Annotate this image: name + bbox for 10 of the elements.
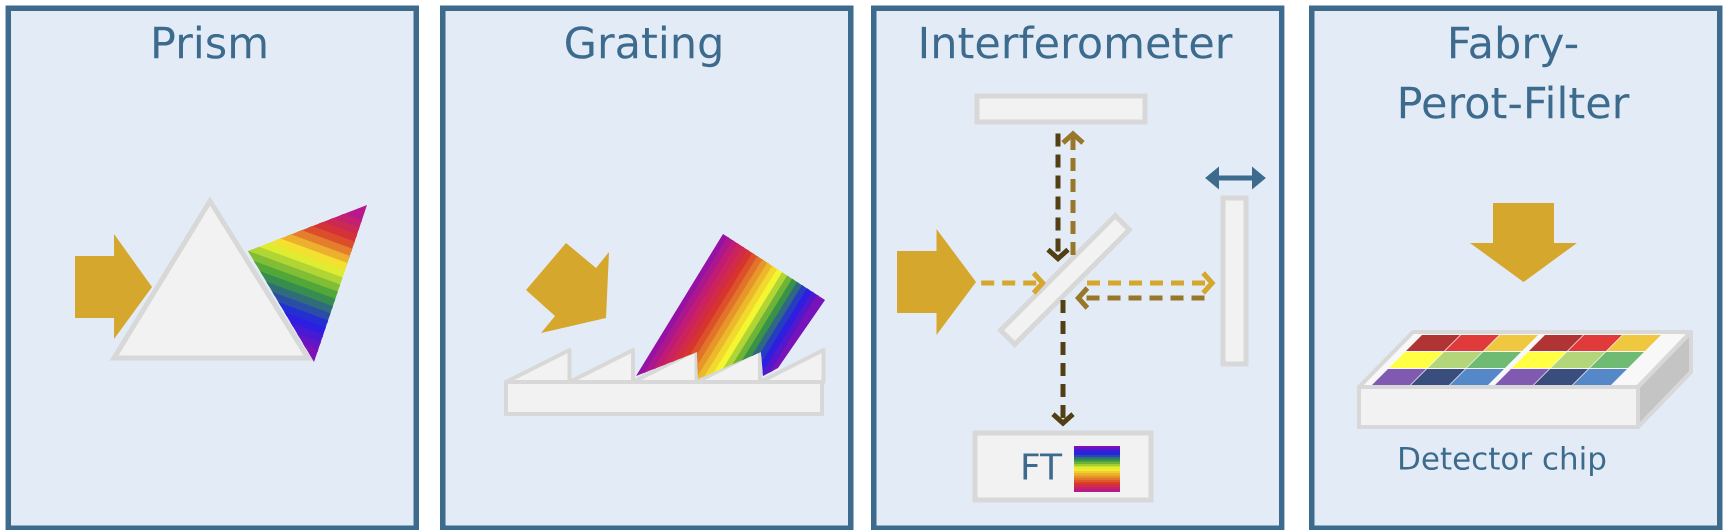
chip-label: Detector chip xyxy=(1400,446,1606,476)
beam-arrow xyxy=(1075,286,1205,310)
mirror xyxy=(974,93,1148,125)
beam-arrow xyxy=(1061,130,1085,255)
beam-arrow xyxy=(1051,300,1075,427)
beam-arrow xyxy=(1087,271,1216,295)
mirror xyxy=(1220,195,1249,367)
light-beam xyxy=(897,229,976,335)
beam-arrow xyxy=(1046,133,1070,262)
beam-arrow xyxy=(981,271,1046,295)
